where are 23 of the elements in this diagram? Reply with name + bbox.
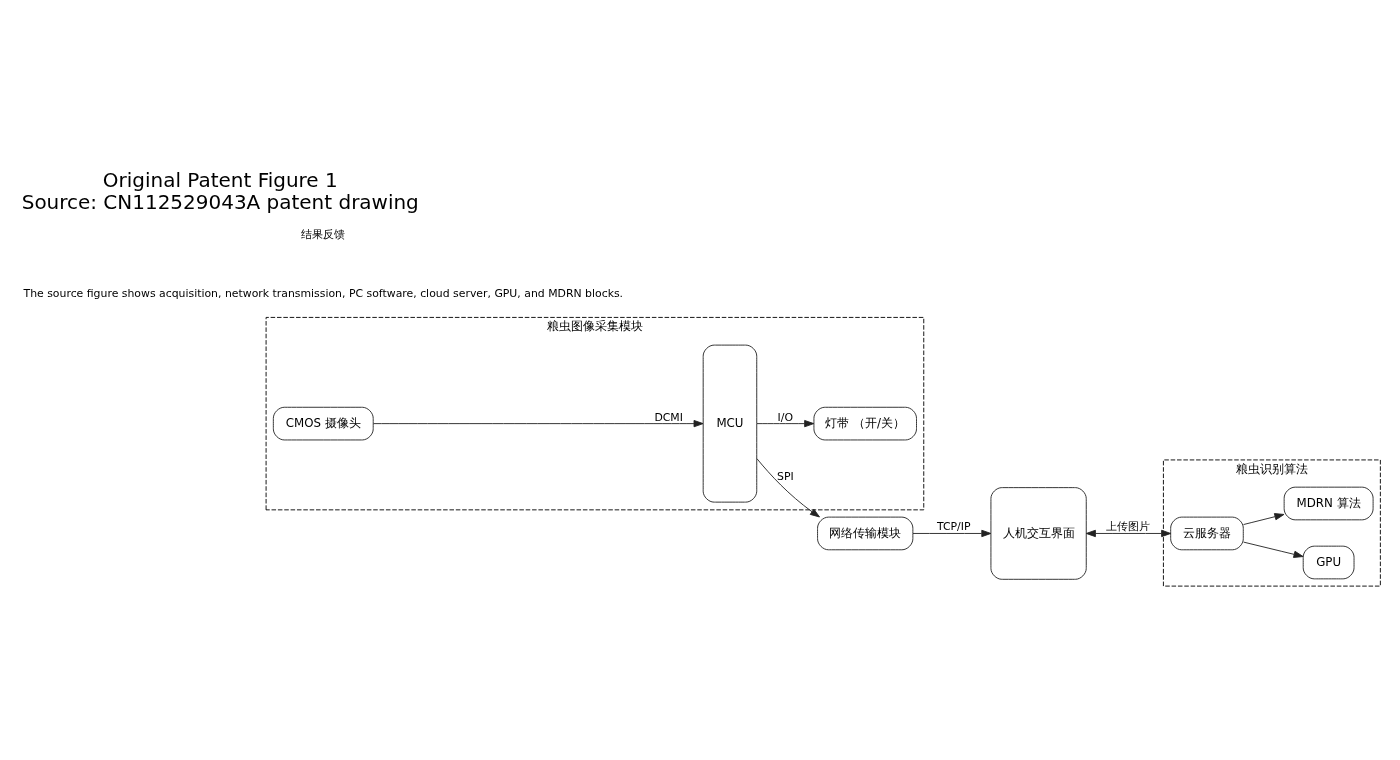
edge-label: I/O bbox=[777, 410, 794, 424]
arrow bbox=[756, 457, 820, 517]
node-box: MDRN 算法 bbox=[1283, 486, 1374, 520]
edge-label: SPI bbox=[776, 469, 794, 483]
arrow bbox=[372, 419, 704, 427]
node-box: GPU bbox=[1302, 545, 1355, 579]
label: 结果反馈 bbox=[301, 227, 346, 241]
arrow bbox=[1243, 512, 1285, 525]
node-box: MCU bbox=[702, 344, 758, 503]
arrow bbox=[912, 529, 992, 537]
edge-label: TCP/IP bbox=[936, 519, 971, 533]
diagram-title: Original Patent Figure 1 bbox=[102, 167, 338, 192]
label: The source figure shows acquisition, network transmission, PC software, cloud server, GPU, and MDRN blocks. bbox=[23, 286, 624, 300]
node-box: CMOS 摄像头 bbox=[272, 406, 374, 440]
node-box: 灯带 （开/关） bbox=[813, 406, 917, 440]
edge-label: DCMI bbox=[654, 410, 683, 424]
arrow bbox=[756, 419, 815, 427]
node-box: 云服务器 bbox=[1170, 516, 1244, 550]
arrow bbox=[1085, 529, 1172, 537]
node-box: 网络传输模块 bbox=[817, 516, 914, 550]
arrow bbox=[1243, 541, 1304, 558]
edge-label: 上传图片 bbox=[1106, 519, 1151, 533]
node-box: 人机交互界面 bbox=[990, 486, 1087, 580]
